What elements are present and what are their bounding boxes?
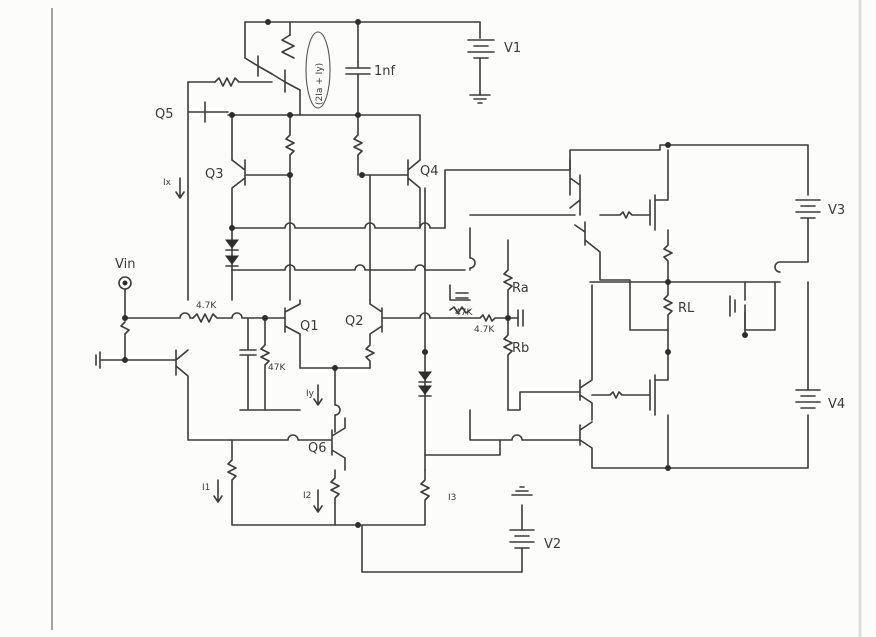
resistor-rl bbox=[589, 281, 781, 353]
label-ix: Ix bbox=[163, 178, 172, 188]
output-stage-upper bbox=[444, 144, 809, 331]
transistor-q1 bbox=[231, 299, 301, 369]
diodes-left bbox=[225, 224, 239, 301]
resistor-i1 bbox=[227, 439, 359, 526]
label-v1: V1 bbox=[504, 41, 521, 56]
resistor-47k-left bbox=[260, 317, 270, 411]
label-1nf: 1nf bbox=[374, 64, 396, 79]
label-q4: Q4 bbox=[420, 164, 439, 179]
resistor-upper-mid bbox=[353, 114, 363, 176]
transistor-input-lower bbox=[175, 349, 231, 441]
label-i2: I2 bbox=[303, 491, 311, 501]
transistor-q3 bbox=[231, 159, 291, 226]
diodes-right bbox=[418, 371, 432, 397]
tail-wire bbox=[334, 367, 341, 433]
output-stage-lower bbox=[424, 284, 809, 469]
junction-dots bbox=[122, 19, 748, 528]
battery-v3 bbox=[774, 199, 821, 273]
label-r-4-7k-right: 4.7K bbox=[474, 325, 495, 335]
label-q3: Q3 bbox=[205, 167, 224, 182]
label-q5: Q5 bbox=[155, 107, 174, 122]
label-ra: Ra bbox=[512, 281, 529, 296]
battery-v1 bbox=[467, 21, 495, 104]
battery-v2 bbox=[361, 486, 535, 573]
top-current-mirror bbox=[187, 34, 301, 116]
arrow-i1 bbox=[213, 479, 223, 503]
resistor-4-7k-input bbox=[192, 313, 233, 323]
label-q1: Q1 bbox=[300, 319, 319, 334]
label-q2: Q2 bbox=[345, 314, 364, 329]
label-v2: V2 bbox=[544, 537, 561, 552]
resistor-ra-rb-network bbox=[449, 227, 524, 411]
label-iy: Iy bbox=[306, 389, 315, 399]
arrow-i2 bbox=[313, 489, 323, 513]
current-annotation-ellipse bbox=[305, 31, 331, 109]
label-vin: Vin bbox=[115, 257, 135, 272]
label-rb: Rb bbox=[512, 341, 529, 356]
capacitor-left bbox=[239, 317, 257, 411]
arrow-iy bbox=[313, 384, 323, 406]
label-r-47k-left: 47K bbox=[268, 363, 286, 373]
resistor-upper-left bbox=[285, 114, 295, 176]
transistor-q2 bbox=[365, 299, 461, 369]
label-r-47k-right: 47K bbox=[455, 308, 473, 318]
transistor-q6 bbox=[229, 417, 346, 526]
label-i3: I3 bbox=[448, 493, 456, 503]
label-r-in: 4.7K bbox=[196, 301, 217, 311]
label-2ia-iy: (2Ia + Iy) bbox=[315, 63, 325, 105]
battery-v4 bbox=[795, 281, 821, 409]
transistor-q4 bbox=[361, 159, 421, 229]
resistor-i3 bbox=[361, 469, 430, 526]
crossing-grid bbox=[231, 174, 466, 471]
input-vin bbox=[95, 276, 194, 369]
top-rail bbox=[244, 21, 481, 63]
label-q6: Q6 bbox=[308, 441, 327, 456]
label-rl: RL bbox=[678, 301, 695, 316]
label-v3: V3 bbox=[828, 203, 845, 218]
arrow-ix bbox=[175, 177, 185, 199]
transistor-q5 bbox=[187, 81, 229, 301]
label-i1: I1 bbox=[202, 483, 210, 493]
label-v4: V4 bbox=[828, 397, 845, 412]
capacitor-1nf bbox=[345, 61, 371, 116]
